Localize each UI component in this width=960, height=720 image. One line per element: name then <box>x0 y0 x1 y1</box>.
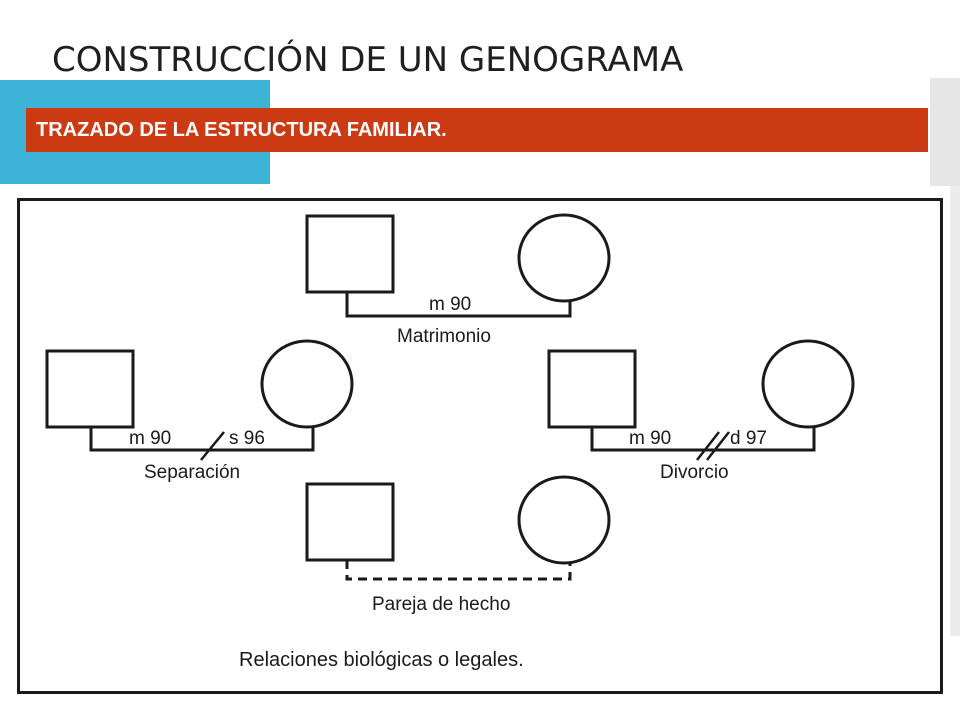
slide-title: CONSTRUCCIÓN DE UN GENOGRAMA <box>52 40 684 80</box>
female-circle-marriage <box>517 213 611 303</box>
genogram-diagram: m 90 Matrimonio m 90 s 96 Separación m 9… <box>17 198 943 694</box>
male-square-cohabitation <box>305 482 395 562</box>
female-circle-cohabitation <box>517 475 611 565</box>
cohabitation-caption: Pareja de hecho <box>372 594 510 615</box>
diagram-border <box>17 198 943 694</box>
marriage-line <box>345 292 572 318</box>
divorce-date-left: m 90 <box>629 428 671 449</box>
side-strip-lower <box>950 186 960 636</box>
female-circle-divorce <box>761 339 855 429</box>
divorce-slash-1 <box>696 431 720 461</box>
separation-slash <box>200 431 225 461</box>
divorce-caption: Divorcio <box>660 462 729 483</box>
separation-date-left: m 90 <box>129 428 171 449</box>
separation-caption: Separación <box>144 462 240 483</box>
divorce-slash-2 <box>706 431 730 461</box>
female-circle-separation <box>260 339 354 429</box>
divorce-date-right: d 97 <box>730 428 767 449</box>
marriage-date-label: m 90 <box>429 294 471 315</box>
marriage-caption: Matrimonio <box>397 326 491 347</box>
male-square-marriage <box>305 214 395 294</box>
divorce-line <box>590 427 816 452</box>
diagram-footer: Relaciones biológicas o legales. <box>239 649 524 671</box>
separation-date-right: s 96 <box>229 428 265 449</box>
section-banner: TRAZADO DE LA ESTRUCTURA FAMILIAR. <box>26 108 928 152</box>
side-strip <box>930 78 960 186</box>
separation-line <box>89 427 315 452</box>
